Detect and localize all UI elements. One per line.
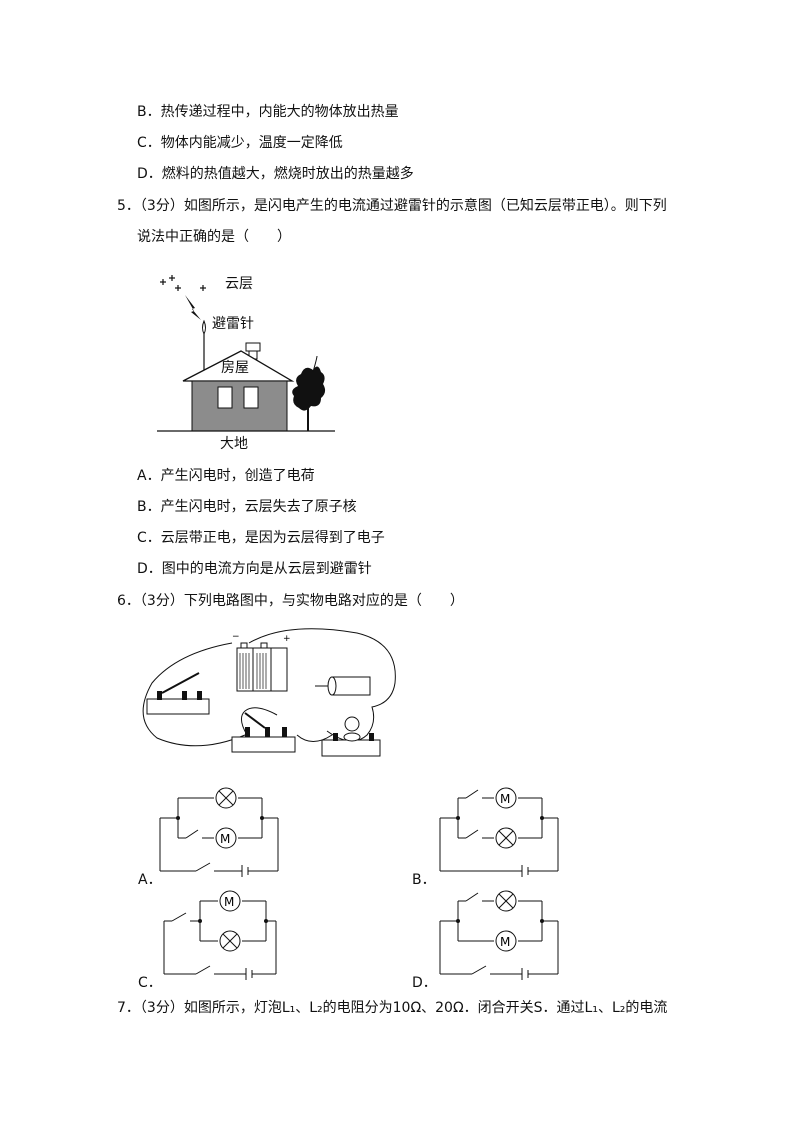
motor-label: M: [500, 935, 510, 949]
q7-stem: 7．（3分）如图所示，灯泡L₁、L₂的电阻分为10Ω、20Ω．闭合开关S．通过L…: [117, 1000, 668, 1016]
q4-option-d: D．燃料的热值越大，燃烧时放出的热量越多: [137, 166, 414, 182]
circuit-b: M: [438, 785, 563, 880]
motor-icon: [315, 676, 371, 696]
q5-stem-line2: 说法中正确的是（ ）: [137, 229, 291, 245]
circuit-c: M: [162, 888, 287, 983]
q5-stem-line1: 5．（3分）如图所示，是闪电产生的电流通过避雷针的示意图（已知云层带正电）。则下…: [117, 198, 667, 214]
battery-icon: − +: [232, 632, 291, 692]
circuit-d: M: [438, 888, 563, 983]
tree-icon: [292, 355, 326, 431]
q4-option-c: C．物体内能减少，温度一定降低: [137, 135, 343, 151]
q6-stem: 6．（3分）下列电路图中，与实物电路对应的是（ ）: [117, 593, 464, 609]
ground-label: 大地: [220, 436, 248, 452]
lightning-rod-figure: 云层 避雷针 房屋 大地: [155, 268, 340, 453]
motor-label: M: [500, 792, 510, 806]
svg-text:−: −: [232, 632, 240, 642]
physical-circuit-figure: − +: [137, 623, 402, 763]
q5-option-b: B．产生闪电时，云层失去了原子核: [137, 499, 357, 515]
lightning-icon: [185, 295, 201, 320]
q5-option-d: D．图中的电流方向是从云层到避雷针: [137, 561, 372, 577]
rod-label: 避雷针: [212, 316, 254, 332]
lamp-icon: [321, 716, 381, 757]
choice-d-label: D．: [412, 975, 437, 991]
q4-option-b: B．热传递过程中，内能大的物体放出热量: [137, 104, 399, 120]
circuit-a: M: [158, 785, 283, 880]
switch-left-icon: [146, 672, 210, 715]
svg-text:+: +: [283, 634, 291, 644]
q5-option-c: C．云层带正电，是因为云层得到了电子: [137, 530, 385, 546]
house-label: 房屋: [221, 360, 249, 376]
choice-a-label: A．: [138, 872, 162, 888]
house-body: [191, 380, 288, 432]
q5-option-a: A．产生闪电时，创造了电荷: [137, 468, 315, 484]
choice-c-label: C．: [138, 975, 162, 991]
cloud-label: 云层: [225, 276, 253, 292]
choice-b-label: B．: [412, 872, 436, 888]
positive-charges-icon: [160, 275, 206, 291]
switch-bottom-icon: [231, 712, 296, 753]
motor-label: M: [224, 895, 234, 909]
motor-label: M: [220, 832, 230, 846]
rod-tip-icon: [202, 319, 206, 336]
